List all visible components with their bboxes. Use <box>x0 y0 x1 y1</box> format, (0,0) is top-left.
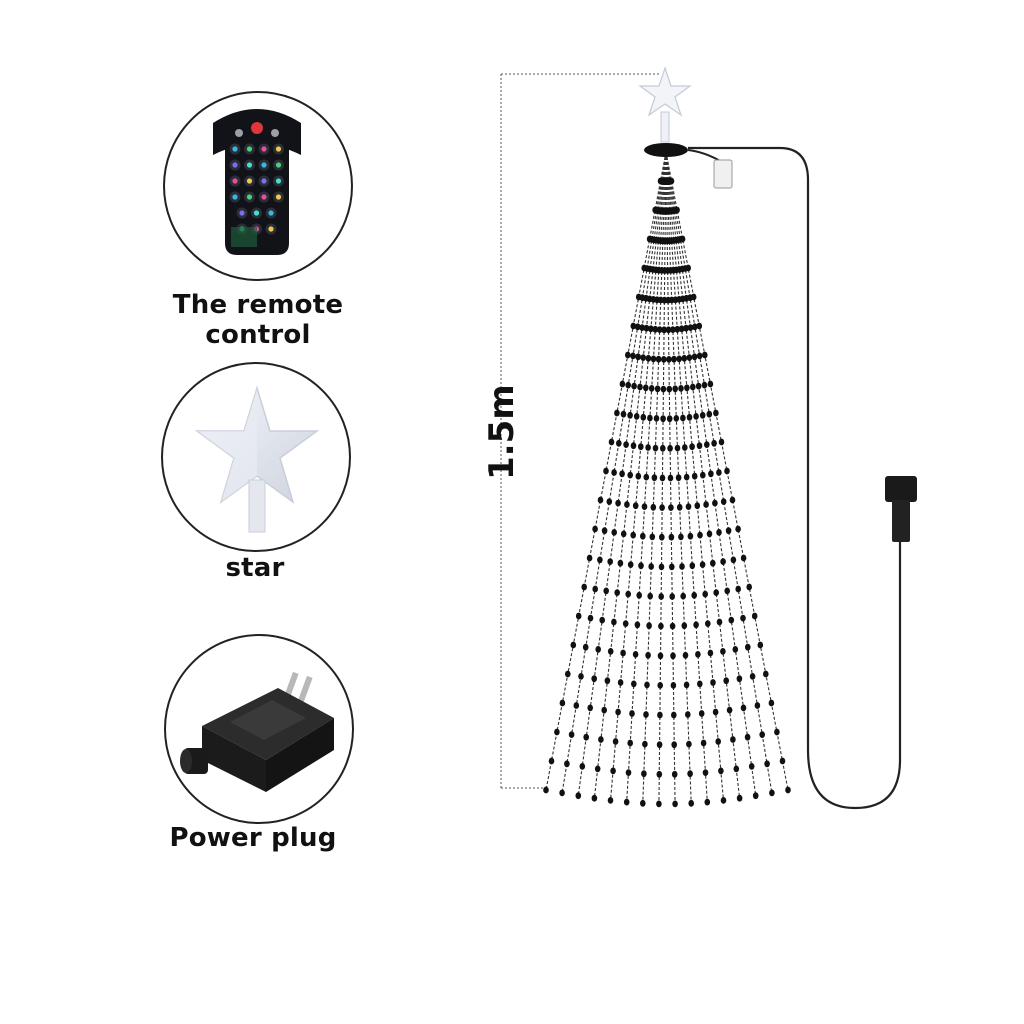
remote-control-icon <box>213 109 301 255</box>
star-thumbnail <box>161 362 351 552</box>
tree-top-ring <box>644 143 688 157</box>
cable-connector-head <box>885 476 917 502</box>
controller-connector <box>713 159 733 189</box>
star-topper-icon <box>194 385 320 533</box>
remote-control-caption: The remote control <box>172 290 344 350</box>
tree-star-icon <box>638 66 692 143</box>
power-cable <box>688 146 902 810</box>
light-strands <box>545 151 789 804</box>
power-adapter-icon <box>180 671 334 792</box>
power-plug-caption: Power plug <box>169 823 337 853</box>
star-caption: star <box>225 553 285 583</box>
power-plug-thumbnail <box>164 634 354 824</box>
height-dimension-label: 1.5m <box>482 384 522 480</box>
remote-control-thumbnail <box>163 91 353 281</box>
cable-connector-body <box>892 500 910 542</box>
light-bulbs <box>543 177 791 808</box>
